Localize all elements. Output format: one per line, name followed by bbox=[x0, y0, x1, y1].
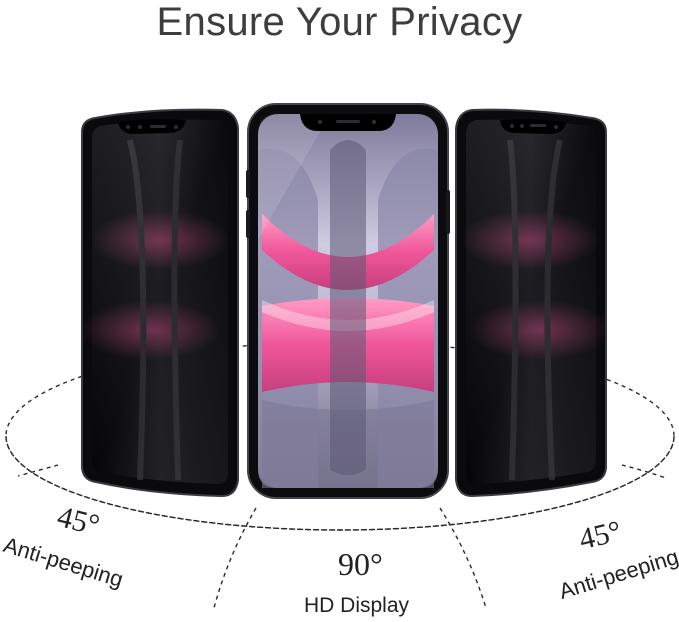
page-title: Ensure Your Privacy bbox=[156, 0, 523, 44]
left-phone bbox=[80, 108, 239, 498]
viewing-angle-ellipse-front bbox=[5, 435, 675, 531]
center-caption: HD Display bbox=[304, 594, 410, 617]
sector-tick-right bbox=[621, 464, 667, 479]
sector-line-left bbox=[213, 507, 257, 609]
sector-line-right bbox=[439, 507, 487, 609]
center-angle-label: 90° bbox=[338, 546, 383, 582]
right-phone bbox=[455, 108, 610, 498]
center-phone bbox=[246, 103, 450, 499]
sector-tick-left bbox=[17, 464, 59, 477]
